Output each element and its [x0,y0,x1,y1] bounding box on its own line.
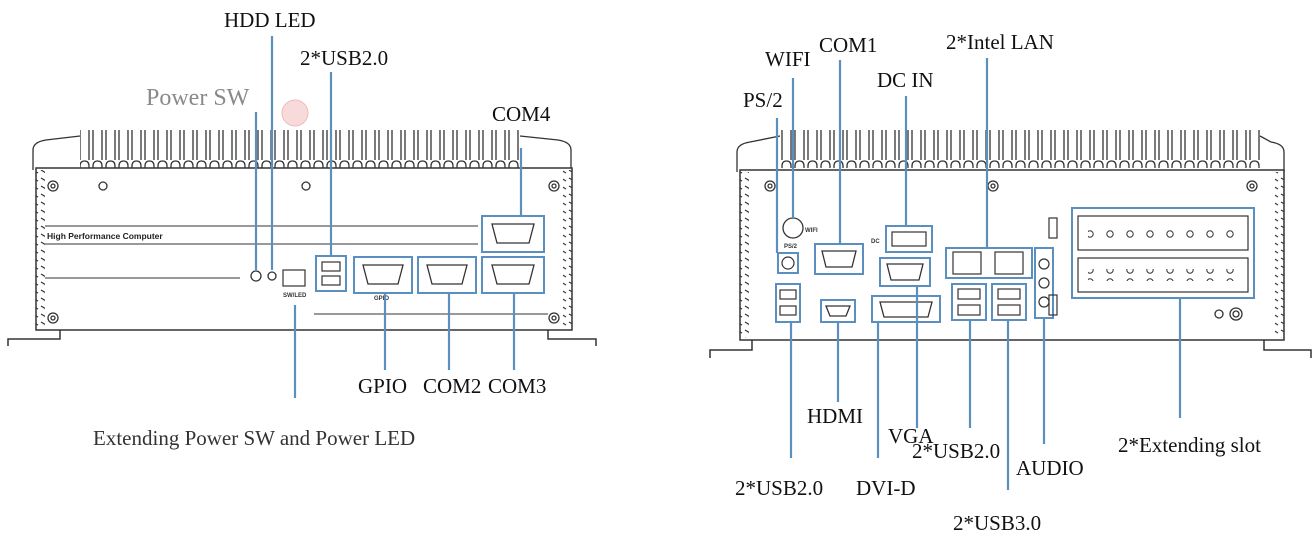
label-extending-slot: 2*Extending slot [1118,433,1261,457]
rear-panel: WIFI PS/2 DC [709,58,1312,490]
label-ps2: PS/2 [743,88,783,112]
extending-slots [1071,207,1255,299]
rear-chassis [739,169,1285,341]
label-vga: VGA [888,424,934,448]
power-overlay-icon [281,99,309,127]
dc-in-port [885,225,933,253]
heatsink-fins [80,130,520,168]
label-usb20-left: 2*USB2.0 [735,476,824,500]
gpio-port [353,256,413,294]
front-panel: High Performance Computer SW/LED GPIO [7,36,597,398]
rear-callouts [775,58,1182,490]
label-com1: COM1 [819,33,878,57]
label-usb30: 2*USB3.0 [953,511,1042,535]
ps2-port [777,252,799,274]
vga-port [879,257,931,287]
ps2-mark: PS/2 [784,244,798,250]
chassis-text: High Performance Computer [47,231,163,241]
com4-port [481,215,545,253]
sw-led-port [282,269,306,287]
wifi-mark: WIFI [805,228,818,234]
label-front-caption: Extending Power SW and Power LED [93,426,416,450]
rear-usb20-left [775,283,801,323]
com2-port [417,256,477,294]
label-audio: AUDIO [1016,456,1084,480]
label-gpio: GPIO [358,374,408,398]
label-hdd-led: HDD LED [224,8,316,32]
label-usb20-mid: 2*USB2.0 [912,439,1001,463]
dvi-d-port [871,295,941,323]
label-dc-in: DC IN [877,68,934,92]
front-chassis [35,167,573,331]
label-intel-lan: 2*Intel LAN [946,30,1054,54]
label-hdmi: HDMI [807,404,863,428]
sw-led-mark: SW/LED [283,293,307,299]
label-wifi: WIFI [765,47,811,71]
power-switch[interactable] [250,270,262,282]
dc-mark: DC [871,239,880,245]
hdd-led [267,271,277,281]
label-power-sw: Power SW [146,85,250,111]
label-com2: COM2 [423,374,482,398]
label-com4: COM4 [492,102,551,126]
label-dvi-d: DVI-D [856,476,916,500]
label-front-usb: 2*USB2.0 [300,46,389,70]
label-com3: COM3 [488,374,547,398]
intel-lan-ports [945,247,1033,279]
gpio-mark: GPIO [374,296,389,302]
front-callouts [254,36,523,398]
rear-heatsink-fins [780,130,1260,168]
